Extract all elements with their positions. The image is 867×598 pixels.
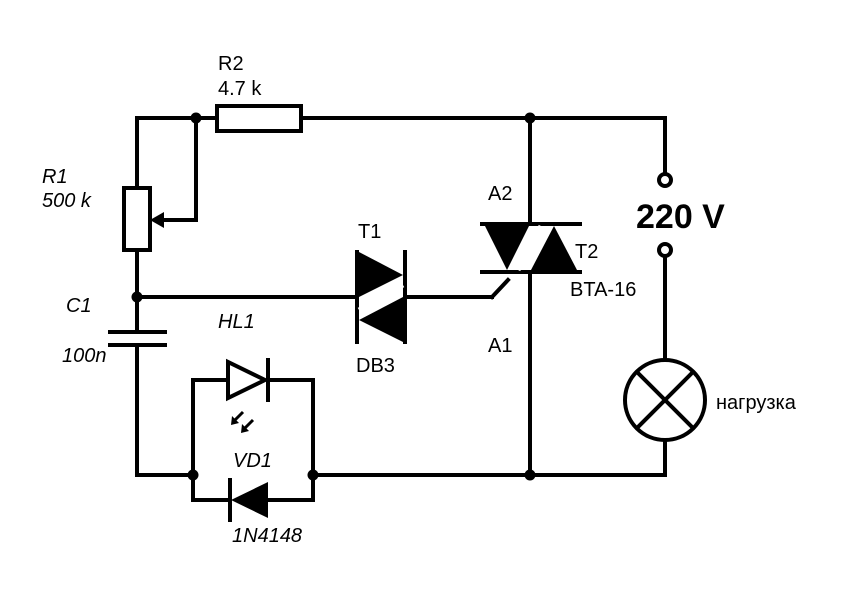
t2-part-label: BTA-16 — [570, 279, 636, 301]
r1-value-label: 500 k — [42, 190, 92, 212]
junction-dot — [131, 291, 143, 303]
vd1-ref-label: VD1 — [233, 450, 272, 472]
capacitor-c1: C1 100n — [62, 295, 167, 367]
diac-lower-triangle-icon — [359, 297, 403, 342]
junction-dot — [190, 112, 202, 124]
junction-dot — [524, 469, 536, 481]
triac-separator — [515, 224, 544, 272]
r2-value-label: 4.7 k — [218, 78, 262, 100]
diode-triangle-icon — [231, 482, 268, 518]
potentiometer-r1-body — [122, 186, 152, 252]
hl1-ref-label: HL1 — [218, 311, 255, 333]
junction-dot — [307, 469, 319, 481]
diode-vd1: VD1 1N4148 — [228, 450, 302, 547]
c1-value-label: 100n — [62, 345, 107, 367]
t2-pin-a2-label: A2 — [488, 183, 512, 205]
led-triangle-icon — [226, 358, 270, 402]
vd1-part-label: 1N4148 — [232, 525, 302, 547]
supply-voltage-label: 220 V — [636, 198, 725, 236]
t2-pin-a1-label: A1 — [488, 335, 512, 357]
load-label: нагрузка — [716, 392, 797, 414]
r1-ref-label: R1 — [42, 166, 68, 188]
triac-right-triangle-icon — [531, 226, 577, 270]
wiper-arrow-icon — [150, 212, 164, 228]
t1-ref-label: T1 — [358, 221, 381, 243]
diac-t1: T1 DB3 — [355, 221, 407, 377]
junction-dot — [524, 112, 536, 124]
light-emission-icon — [231, 410, 255, 433]
terminal-bottom-icon — [657, 242, 673, 258]
c1-ref-label: C1 — [66, 295, 92, 317]
junction-dot — [187, 469, 199, 481]
wire-gate-lead — [489, 277, 511, 300]
led-hl1: HL1 — [218, 311, 270, 433]
t2-ref-label: T2 — [575, 241, 598, 263]
lamp-load: нагрузка — [623, 358, 797, 442]
triac-left-triangle-icon — [485, 226, 529, 270]
diac-upper-triangle-icon — [359, 252, 403, 297]
resistor-r2: R2 4.7 k — [215, 53, 303, 133]
wires — [135, 116, 667, 502]
lamp-cross-b — [634, 369, 696, 431]
potentiometer-r1: R1 500 k — [42, 166, 164, 252]
diac-separator — [357, 282, 405, 313]
junctions — [131, 112, 536, 481]
terminal-top-icon — [657, 172, 673, 188]
t1-part-label: DB3 — [356, 355, 395, 377]
r2-ref-label: R2 — [218, 53, 244, 75]
triac-t2: A2 T2 BTA-16 A1 — [480, 183, 636, 357]
resistor-r2-body — [215, 104, 303, 133]
supply-terminals: 220 V — [636, 172, 725, 258]
